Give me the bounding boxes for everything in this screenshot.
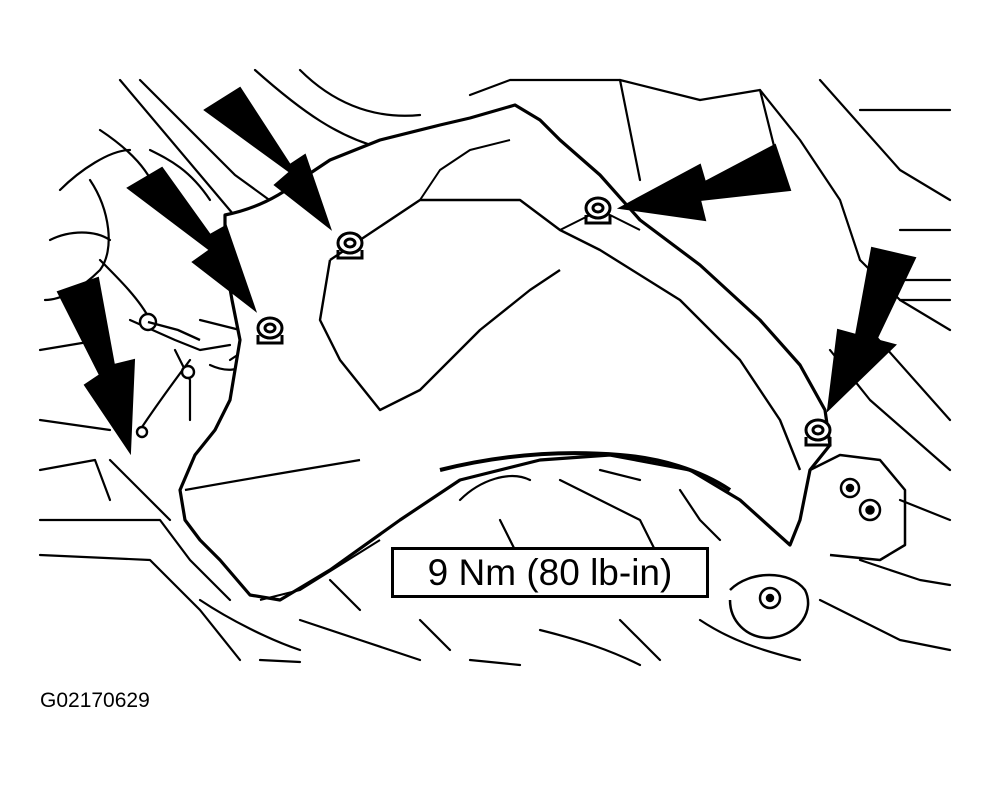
fastener-4: [804, 418, 832, 447]
arrow-1: [203, 86, 333, 231]
torque-spec-label: 9 Nm (80 lb-in): [391, 547, 709, 598]
wire-harness-connector: [135, 312, 201, 439]
figure-id-label: G02170629: [40, 689, 150, 712]
engine-cover: [178, 103, 832, 602]
fastener-3: [584, 196, 612, 225]
callout-arrows: [56, 86, 917, 456]
arrow-5: [56, 276, 136, 456]
arrow-4: [826, 246, 917, 413]
fastener-1: [336, 231, 364, 260]
fasteners: [256, 196, 832, 447]
right-mount-bracket: [728, 453, 907, 640]
fastener-2: [256, 316, 284, 345]
arrow-2: [126, 166, 258, 313]
arrow-3: [616, 143, 792, 222]
